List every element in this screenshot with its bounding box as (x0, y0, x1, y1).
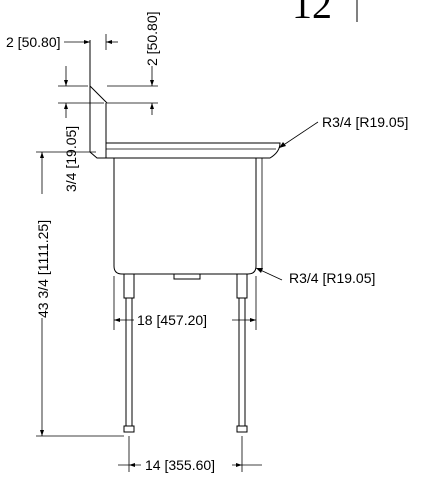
leg-right (238, 297, 246, 427)
dim-bowl-width: 18 [457.20] (113, 276, 257, 330)
leg-right-sleeve (236, 273, 248, 299)
bowl-outline (113, 158, 257, 275)
dim-backsplash-height-label: 2 [50.80] (144, 12, 160, 67)
drain (173, 273, 201, 280)
sink-body (89, 40, 281, 433)
dim-rim-thickness: 3/4 [19.05] (58, 66, 104, 192)
leg-right-foot (236, 425, 248, 433)
dim-rim-thickness-label: 3/4 [19.05] (63, 126, 79, 192)
leg-left (125, 297, 133, 427)
dim-leg-spacing-label: 14 [355.60] (145, 457, 215, 473)
leg-left-foot (123, 425, 135, 433)
backsplash-outline (89, 40, 107, 159)
rim-radius-label: R3/4 [R19.05] (322, 114, 408, 130)
dim-overall-height: 43 3/4 [1111.25] (35, 151, 124, 437)
dim-bowl-width-label: 18 [457.20] (137, 312, 207, 328)
leg-left-sleeve (123, 273, 135, 299)
dim-backsplash-offset-label: 2 [50.80] (6, 34, 61, 50)
dim-backsplash-offset: 2 [50.80] (6, 34, 118, 50)
callout-rim-radius: R3/4 [R19.05] (278, 114, 408, 149)
callout-bowl-radius: R3/4 [R19.05] (255, 267, 375, 286)
dim-leg-spacing: 14 [355.60] (118, 436, 262, 473)
title-fragment: 12 (292, 0, 332, 27)
backsplash-bevel (89, 85, 108, 104)
bowl-radius-label: R3/4 [R19.05] (289, 270, 375, 286)
dim-overall-height-label: 43 3/4 [1111.25] (35, 220, 51, 318)
rim-top (106, 142, 281, 159)
dim-backsplash-height: 2 [50.80] (107, 12, 160, 115)
